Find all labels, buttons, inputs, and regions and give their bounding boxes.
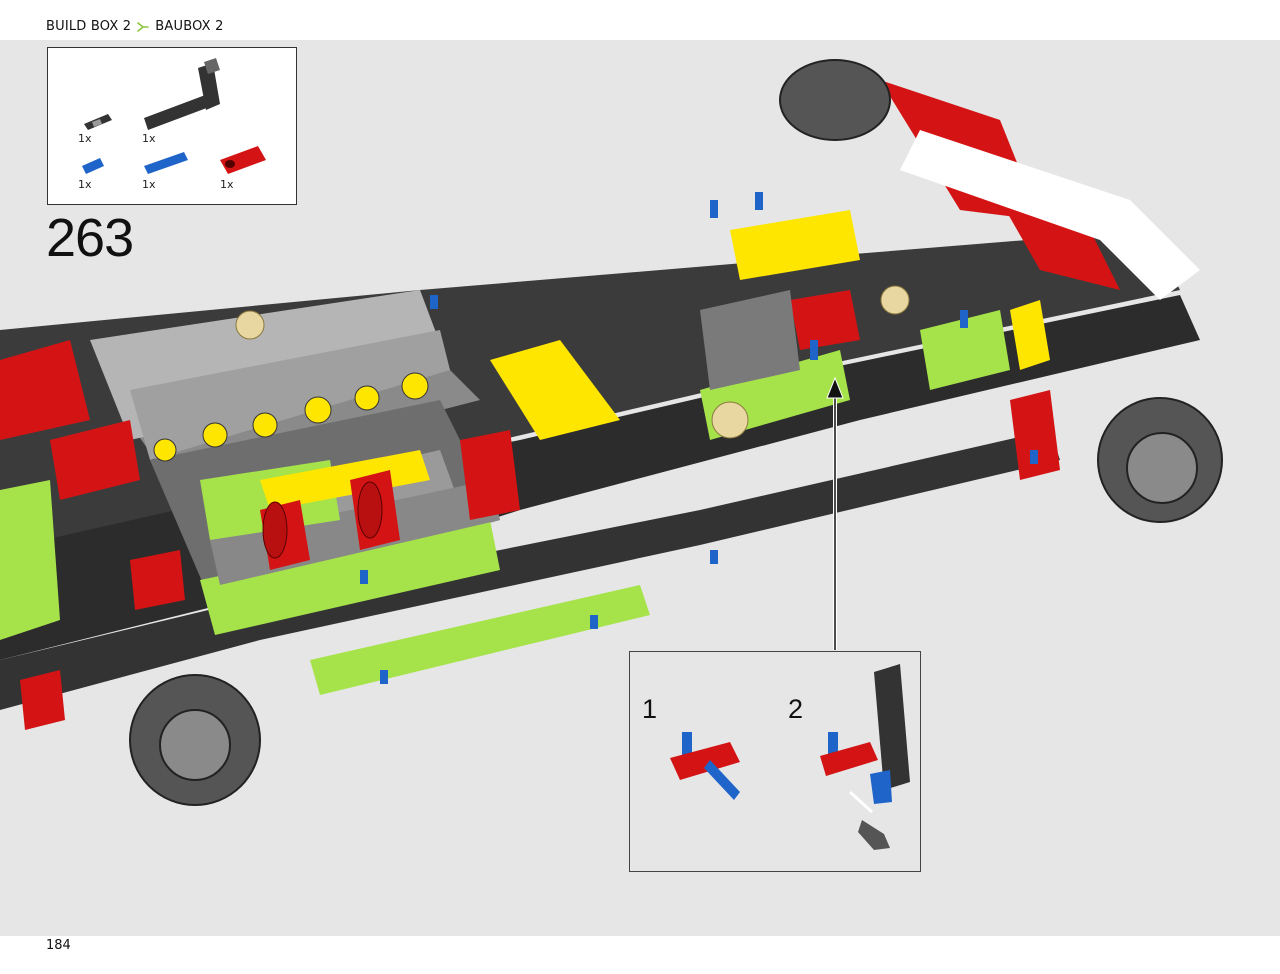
breadcrumb-secondary: BAUBOX 2 xyxy=(155,19,224,34)
cross-block-red-icon xyxy=(220,146,266,174)
chassis-model-illustration xyxy=(0,59,1223,806)
chevron-right-icon xyxy=(137,21,150,32)
breadcrumb: BUILD BOX 2 BAUBOX 2 xyxy=(46,19,224,34)
axle-connector-black-icon xyxy=(84,114,112,130)
substep-number: 1 xyxy=(642,694,658,724)
breadcrumb-primary: BUILD BOX 2 xyxy=(46,19,132,34)
substep-number: 2 xyxy=(788,694,804,724)
footer-bar xyxy=(0,936,1280,974)
part-qty: 1x xyxy=(142,132,156,145)
parts-list: 1x 1x 1x 1x 1x xyxy=(47,47,297,205)
pin-blue-long-icon xyxy=(144,152,188,174)
step-number: 263 xyxy=(46,208,134,268)
part-qty: 1x xyxy=(78,132,92,145)
l-beam-black-icon xyxy=(144,58,220,130)
callout-illustration xyxy=(670,664,910,850)
part-qty: 1x xyxy=(142,178,156,191)
part-qty: 1x xyxy=(78,178,92,191)
substep-1-assembly xyxy=(670,732,740,800)
part-qty: 1x xyxy=(220,178,234,191)
substep-2-assembly xyxy=(820,664,910,850)
pin-blue-short-icon xyxy=(82,158,104,174)
parts-illustrations xyxy=(82,58,266,174)
header-bar xyxy=(0,0,1280,40)
substep-callout: 1 2 xyxy=(629,651,921,872)
page-number: 184 xyxy=(46,938,71,953)
